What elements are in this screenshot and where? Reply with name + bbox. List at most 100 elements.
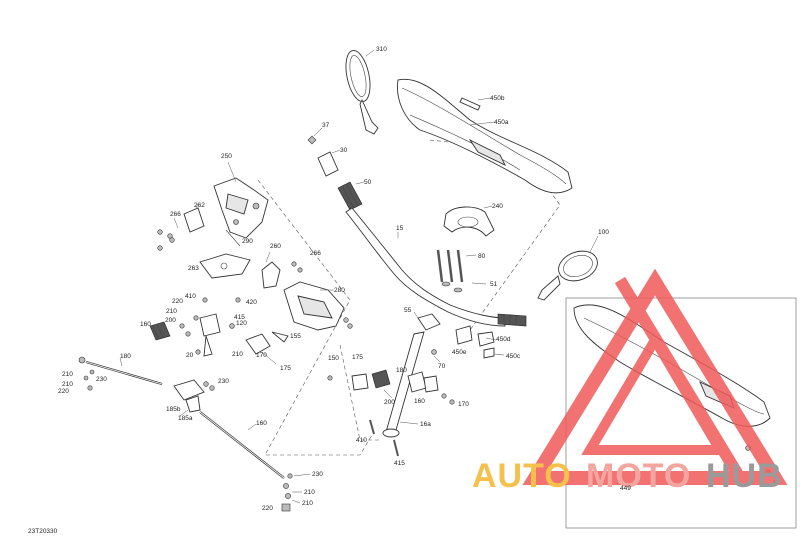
label-220-lower: 220 xyxy=(262,505,273,512)
label-220-left: 220 xyxy=(172,298,183,305)
label-280: 280 xyxy=(334,287,345,294)
bracket-260 xyxy=(261,251,303,289)
cable-guide-160 xyxy=(149,321,171,341)
label-230-left: 230 xyxy=(96,376,107,383)
grip-50-left xyxy=(337,181,365,211)
bracket-262 xyxy=(183,203,205,233)
label-160-center: 160 xyxy=(414,398,425,405)
label-185a: 185a xyxy=(178,415,193,422)
label-410-center: 410 xyxy=(356,437,367,444)
label-450d: 450d xyxy=(496,336,511,343)
label-175-left: 175 xyxy=(280,365,291,372)
bar-end-37 xyxy=(307,127,323,145)
label-263: 263 xyxy=(188,265,199,272)
label-155: 155 xyxy=(290,333,301,340)
label-200-center: 200 xyxy=(384,399,395,406)
label-160-left: 160 xyxy=(140,321,151,328)
diagram-ref-code: 23T20330 xyxy=(28,528,58,535)
label-200-left: 200 xyxy=(165,317,176,324)
part-labels: 310 37 30 50 450b 450a 240 100 250 262 2… xyxy=(28,46,631,535)
watermark-text: AUTO MOTO HUB xyxy=(472,457,783,495)
grip-50-right xyxy=(497,313,527,327)
label-210-lower-2: 210 xyxy=(302,500,313,507)
washers-51 xyxy=(441,281,487,293)
label-100: 100 xyxy=(598,229,609,236)
label-260: 260 xyxy=(270,243,281,250)
bolts-80 xyxy=(436,249,477,283)
label-170-center: 170 xyxy=(458,401,469,408)
label-450b: 450b xyxy=(490,95,505,102)
label-240: 240 xyxy=(492,203,503,210)
brackets-450c-450d-450e xyxy=(455,325,505,359)
watermark-text-hub: HUB xyxy=(706,457,783,495)
label-80: 80 xyxy=(478,253,486,260)
hand-guard-450a xyxy=(397,78,573,194)
label-30: 30 xyxy=(340,147,348,154)
label-20: 20 xyxy=(186,352,194,359)
handlebar-clamp-240 xyxy=(443,205,495,237)
label-450e: 450e xyxy=(452,349,467,356)
mirror-100 xyxy=(537,235,599,301)
watermark-triangle-right xyxy=(614,276,746,482)
lever-170-155 xyxy=(245,331,289,365)
throttle-cable-180b xyxy=(199,411,285,479)
throttle-housing-250 xyxy=(213,161,269,247)
label-180-left: 180 xyxy=(120,353,131,360)
riser-16a xyxy=(382,331,425,438)
watermark-text-auto: AUTO xyxy=(472,457,572,495)
label-266-left: 266 xyxy=(170,211,181,218)
lever-block-120 xyxy=(199,313,235,357)
fittings-200-210 xyxy=(179,323,201,355)
label-290: 290 xyxy=(242,238,253,245)
inset-frame-449 xyxy=(565,297,797,529)
bolt-70 xyxy=(431,349,441,363)
label-120: 120 xyxy=(236,320,247,327)
label-180-center: 180 xyxy=(396,367,407,374)
label-210-far-left: 210 xyxy=(62,371,73,378)
watermark-logo xyxy=(522,268,788,485)
plate-263 xyxy=(199,253,251,279)
label-15: 15 xyxy=(396,225,404,232)
label-230-lower: 230 xyxy=(312,471,323,478)
label-150: 150 xyxy=(328,355,339,362)
label-250: 250 xyxy=(221,153,232,160)
label-55: 55 xyxy=(404,307,412,314)
label-16a: 16a xyxy=(420,421,431,428)
label-210-mid: 210 xyxy=(232,351,243,358)
label-170-left: 170 xyxy=(256,352,267,359)
switch-housing-280 xyxy=(283,281,353,331)
bolts-410-415-center xyxy=(369,419,399,457)
label-415-center: 415 xyxy=(394,460,405,467)
label-51: 51 xyxy=(490,281,498,288)
label-420: 420 xyxy=(246,299,257,306)
label-210-lower: 210 xyxy=(304,489,315,496)
label-415-left: 415 xyxy=(234,314,245,321)
watermark-triangle-outer xyxy=(522,268,788,485)
throttle-cable-180 xyxy=(78,356,163,391)
label-449: 449 xyxy=(620,485,631,492)
label-310: 310 xyxy=(376,46,387,53)
mirror-310 xyxy=(345,49,379,135)
label-410-left: 410 xyxy=(185,293,196,300)
label-450c: 450c xyxy=(506,353,521,360)
label-266-right: 266 xyxy=(310,250,321,257)
label-37: 37 xyxy=(322,122,330,129)
bar-end-weight-30 xyxy=(317,149,341,177)
cable-end-fittings xyxy=(281,473,311,512)
label-220-far-left: 220 xyxy=(58,388,69,395)
switch-block-170 xyxy=(327,369,455,405)
label-185b: 185b xyxy=(166,406,181,413)
label-50: 50 xyxy=(364,179,372,186)
bolts-410-420 xyxy=(193,297,241,321)
label-160-lower: 160 xyxy=(256,420,267,427)
label-175-center: 175 xyxy=(352,354,363,361)
bolts-266-left xyxy=(157,217,179,251)
clamp-55 xyxy=(413,311,441,331)
label-210-left: 210 xyxy=(166,308,177,315)
label-70: 70 xyxy=(438,363,446,370)
label-230-mid: 230 xyxy=(218,378,229,385)
watermark-text-moto: MOTO xyxy=(586,457,691,495)
hand-guard-insert-450b xyxy=(459,97,491,111)
